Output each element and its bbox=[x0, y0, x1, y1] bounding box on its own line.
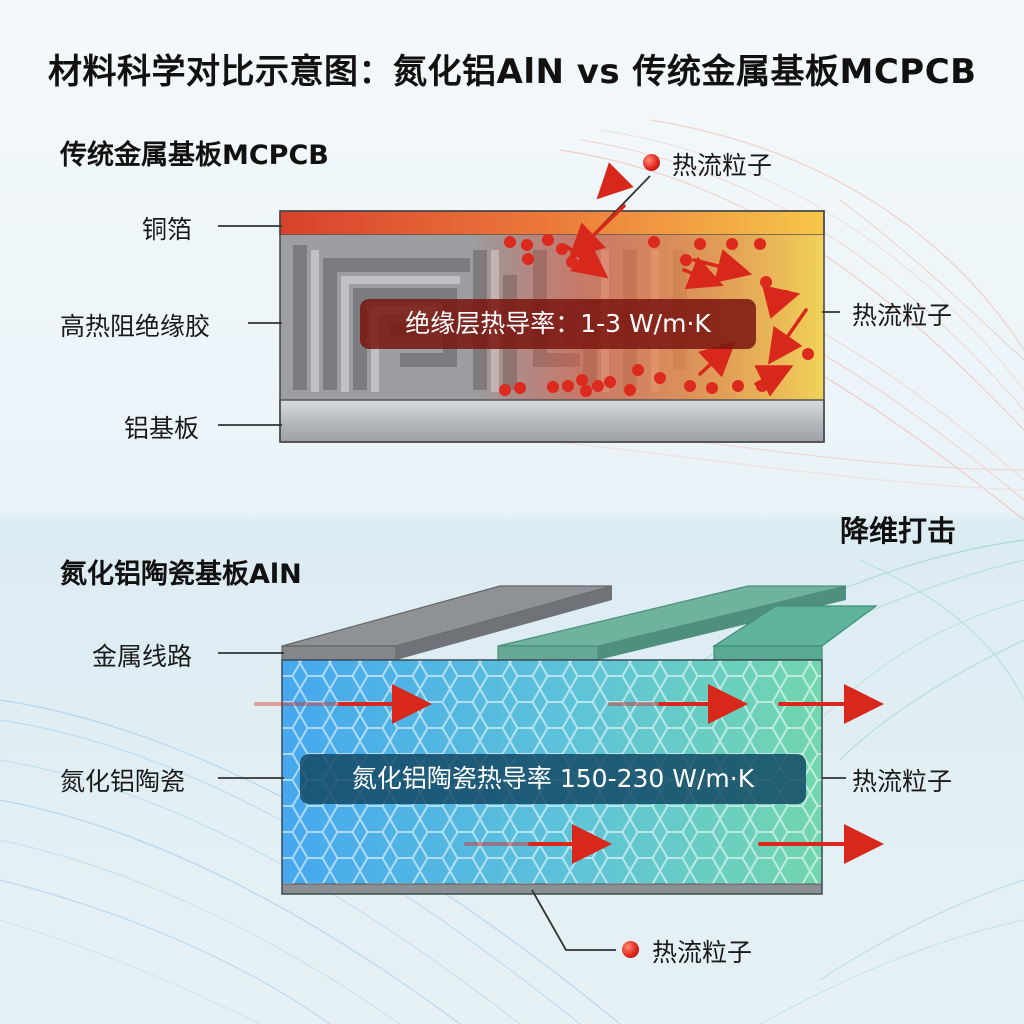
metal-circuit-pad-1 bbox=[281, 645, 397, 661]
metal-circuit-pad-3 bbox=[713, 645, 823, 661]
heat-flow-arrow-icon bbox=[682, 256, 724, 290]
mcpcb-heading: 传统金属基板MCPCB bbox=[60, 140, 329, 171]
heat-particle-icon bbox=[732, 380, 744, 392]
heat-particle-icon bbox=[580, 385, 592, 397]
heat-particle-icon bbox=[499, 384, 511, 396]
label-aln-ceramic: 氮化铝陶瓷 bbox=[60, 767, 186, 796]
aluminum-base-layer bbox=[279, 399, 825, 443]
heat-particle-icon bbox=[694, 238, 706, 250]
label-insulating-glue: 高热阻绝缘胶 bbox=[60, 312, 211, 341]
heat-particle-icon bbox=[648, 236, 660, 248]
heat-particle-icon bbox=[726, 238, 738, 250]
leader-aln-particle-bottom bbox=[531, 889, 616, 951]
label-aln-particle-bottom: 热流粒子 bbox=[652, 938, 753, 967]
heat-particle-icon bbox=[624, 384, 636, 396]
heat-particle-icon bbox=[643, 154, 660, 171]
mcpcb-outline bbox=[279, 210, 825, 443]
copper-foil-layer bbox=[279, 210, 825, 236]
mcpcb-conductivity-callout: 绝缘层热导率：1-3 W/m·K bbox=[360, 299, 756, 349]
aln-heat-arrows bbox=[254, 684, 884, 864]
heat-particle-icon bbox=[562, 380, 574, 392]
heat-particle-icon bbox=[706, 382, 718, 394]
heat-flow-arrow-icon bbox=[564, 243, 609, 279]
label-aluminum-base: 铝基板 bbox=[124, 414, 200, 443]
label-aln-particle-right: 热流粒子 bbox=[852, 767, 953, 796]
tagline: 降维打击 bbox=[840, 514, 957, 548]
heat-particle-icon bbox=[592, 380, 604, 392]
heat-particle-icon bbox=[654, 372, 666, 384]
heat-particle-icon bbox=[514, 382, 526, 394]
heat-flow-arrow-icon bbox=[761, 284, 801, 319]
heat-particle-icon bbox=[760, 276, 772, 288]
heat-particle-icon bbox=[576, 374, 588, 386]
aln-heading: 氮化铝陶瓷基板AlN bbox=[60, 559, 302, 590]
label-metal-circuit: 金属线路 bbox=[92, 642, 193, 671]
mcpcb-heat-arrows bbox=[564, 162, 808, 397]
heat-particle-icon bbox=[521, 239, 533, 251]
label-particle-top: 热流粒子 bbox=[672, 151, 773, 180]
metal-circuit-trace-1-side bbox=[396, 586, 612, 660]
heat-flow-arrow-icon bbox=[698, 340, 736, 378]
heat-particle-icon bbox=[566, 256, 578, 268]
aln-bottom-metal bbox=[281, 883, 823, 895]
heat-particle-icon bbox=[802, 348, 814, 360]
heat-flow-arrow-icon bbox=[596, 162, 634, 200]
heat-particle-icon bbox=[504, 236, 516, 248]
heat-particle-icon bbox=[604, 376, 616, 388]
heat-particle-icon bbox=[632, 364, 644, 376]
label-copper-foil: 铜箔 bbox=[142, 215, 193, 244]
heat-particle-icon bbox=[522, 253, 534, 265]
heat-particle-icon bbox=[542, 234, 554, 246]
aln-leader-lines bbox=[218, 652, 846, 951]
metal-circuit-trace-2-side bbox=[598, 586, 846, 660]
heat-particle-icon bbox=[684, 380, 696, 392]
metal-circuit-pad-2 bbox=[497, 645, 599, 661]
heat-particle-icon bbox=[754, 238, 766, 250]
heat-particle-icon bbox=[622, 941, 639, 958]
heat-flow-arrow-icon bbox=[754, 365, 794, 397]
heat-flow-arrow-icon bbox=[768, 308, 808, 365]
heat-particle-icon bbox=[547, 381, 559, 393]
heat-particle-icon bbox=[680, 254, 692, 266]
page-title: 材料科学对比示意图：氮化铝AlN vs 传统金属基板MCPCB bbox=[48, 52, 977, 92]
aln-stack bbox=[281, 585, 878, 895]
aln-outline bbox=[281, 659, 823, 895]
aln-conductivity-callout: 氮化铝陶瓷热导率 150-230 W/m·K bbox=[300, 754, 806, 804]
label-particle-right: 热流粒子 bbox=[852, 301, 953, 330]
